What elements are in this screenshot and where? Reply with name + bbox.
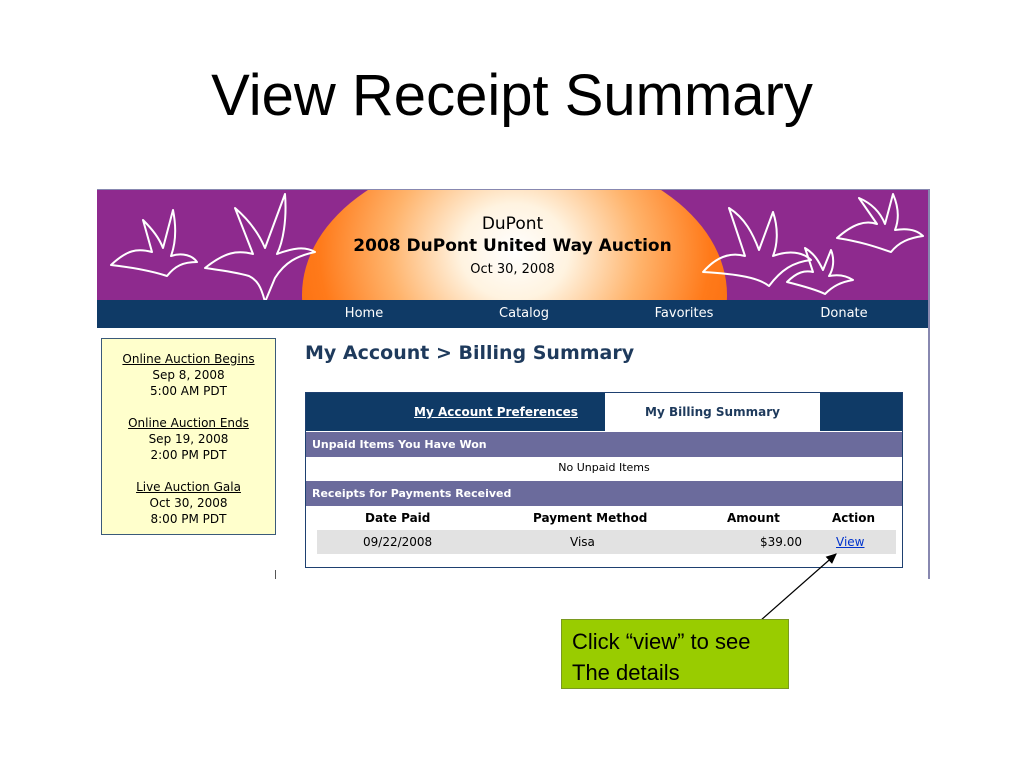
account-tabs: My Account Preferences My Billing Summar… [306,393,902,431]
event-date: Oct 30, 2008 [149,496,228,510]
event-time: 2:00 PM PDT [150,448,227,462]
event-link[interactable]: Live Auction Gala [136,480,241,494]
receipts-header: Receipts for Payments Received [306,481,902,506]
callout-note: Click “view” to see The details [561,619,789,689]
nav-favorites[interactable]: Favorites [654,306,714,321]
billing-panel: My Account Preferences My Billing Summar… [305,392,903,568]
banner-title: 2008 DuPont United Way Auction [353,236,672,256]
event-auction-begins: Online Auction Begins Sep 8, 2008 5:00 A… [102,351,275,399]
column-amount: Amount [727,511,780,525]
event-time: 8:00 PM PDT [150,512,227,526]
page-title: My Account > Billing Summary [305,342,635,364]
nav-donate[interactable]: Donate [820,306,868,321]
column-action: Action [832,511,876,525]
nav-home[interactable]: Home [344,306,384,321]
event-link[interactable]: Online Auction Ends [128,416,249,430]
callout-line-1: Click “view” to see [572,629,751,654]
event-time: 5:00 AM PDT [150,384,227,398]
banner-org: DuPont [481,214,544,234]
sidebar-divider [275,570,276,579]
table-row: 09/22/2008 Visa $39.00 View [317,530,896,554]
banner-date: Oct 30, 2008 [470,262,555,277]
auction-banner: DuPont 2008 DuPont United Way Auction Oc… [97,190,928,300]
doves-icon [110,193,924,300]
column-date-paid: Date Paid [365,511,431,525]
main-nav: Home Catalog Favorites Donate [97,300,928,328]
app-screenshot: DuPont 2008 DuPont United Way Auction Oc… [97,189,930,579]
cell-payment-method: Visa [570,535,595,549]
tab-account-preferences[interactable]: My Account Preferences [414,405,578,419]
event-link[interactable]: Online Auction Begins [122,352,255,366]
unpaid-items-header: Unpaid Items You Have Won [306,432,902,457]
cell-amount: $39.00 [760,535,802,549]
event-date: Sep 19, 2008 [148,432,229,446]
slide-title: View Receipt Summary [211,63,813,128]
view-receipt-link[interactable]: View [836,535,865,549]
sun-graphic [302,190,727,300]
tab-billing-summary[interactable]: My Billing Summary [605,393,820,431]
nav-catalog[interactable]: Catalog [499,306,549,321]
auction-dates-box: Online Auction Begins Sep 8, 2008 5:00 A… [101,338,276,535]
column-payment-method: Payment Method [533,511,648,525]
cell-date-paid: 09/22/2008 [363,535,433,549]
no-unpaid-message: No Unpaid Items [558,461,650,474]
callout-line-2: The details [572,660,680,685]
event-date: Sep 8, 2008 [152,368,225,382]
event-auction-ends: Online Auction Ends Sep 19, 2008 2:00 PM… [102,415,275,463]
event-live-gala: Live Auction Gala Oct 30, 2008 8:00 PM P… [102,479,275,527]
